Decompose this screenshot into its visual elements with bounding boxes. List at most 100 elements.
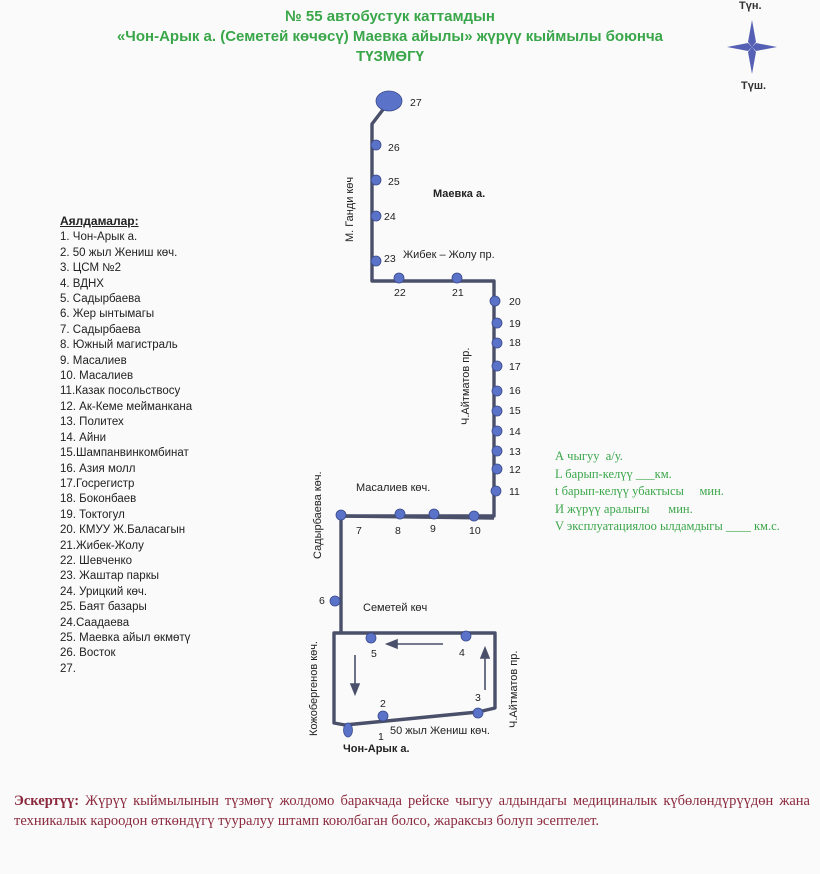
note-text: Жүрүү кыймылынын түзмөгү жолдомо баракча… bbox=[14, 793, 810, 829]
legend-item: 1. Чон-Арык а. bbox=[60, 231, 138, 244]
legend-item: 2. 50 жыл Жениш көч. bbox=[60, 246, 178, 259]
stop-marker bbox=[394, 508, 406, 520]
stop-marker bbox=[472, 707, 484, 719]
legend-title: Аялдамалар: bbox=[60, 214, 139, 228]
stop-number: 6 bbox=[319, 595, 325, 607]
stop-number: 27 bbox=[410, 97, 422, 109]
legend-item: 22. Шевченко bbox=[60, 554, 133, 567]
legend-item: 4. ВДНХ bbox=[60, 277, 104, 290]
stop-number: 16 bbox=[509, 385, 521, 397]
stop-number: 26 bbox=[388, 142, 400, 154]
legend-item: 10. Масалиев bbox=[60, 370, 134, 383]
stop-number: 7 bbox=[356, 525, 362, 537]
stop-marker bbox=[460, 630, 472, 642]
stop-marker bbox=[428, 508, 440, 520]
stop-marker bbox=[375, 90, 403, 112]
legend-item: 19. Токтогул bbox=[60, 508, 125, 521]
legend-item: 14. Айни bbox=[60, 431, 107, 444]
stat-line: А чыгуу а/у. bbox=[555, 449, 623, 463]
stat-line: V эксплуатациялоо ылдамдыгы ____ км.с. bbox=[555, 519, 780, 533]
street-semetei: Семетей көч bbox=[363, 602, 427, 614]
stat-line: И жүрүү аралыгы мин. bbox=[555, 501, 693, 516]
stop-marker bbox=[491, 463, 503, 475]
legend-item: 25. Баят базары bbox=[60, 601, 147, 614]
street-jibek-jolu: Жибек – Жолу пр. bbox=[403, 249, 495, 261]
legend-item: 23. Жаштар паркы bbox=[60, 570, 159, 583]
legend-item: 15.Шампанвинкомбинат bbox=[60, 447, 189, 460]
legend-items: 1. Чон-Арык а. 2. 50 жыл Жениш көч. 3. ЦСМ… bbox=[60, 230, 192, 677]
street-aitmatov-lower: Ч.Айтматов пр. bbox=[508, 651, 520, 728]
title-line-2: «Чон-Арык а. (Семетей көчөсү) Маевка айы… bbox=[116, 28, 664, 45]
street-kojobergenov: Кожобергенов көч. bbox=[308, 641, 320, 736]
note-label: Эскертүү: bbox=[14, 793, 80, 809]
route-stats: А чыгуу а/у.L барып-келүү ___км.t барып-… bbox=[555, 448, 780, 536]
stop-marker bbox=[365, 632, 377, 644]
stop-number: 20 bbox=[509, 296, 521, 308]
stop-number: 1 bbox=[378, 731, 384, 743]
stop-marker bbox=[335, 509, 347, 521]
stat-line: t барып-келүү убактысы мин. bbox=[555, 484, 724, 498]
stop-marker bbox=[491, 360, 503, 372]
legend-item: 20. КМУУ Ж.Баласагын bbox=[60, 524, 186, 537]
note: Эскертүү: Жүрүү кыймылынын түзмөгү жолдо… bbox=[14, 791, 810, 831]
stop-marker bbox=[343, 722, 353, 738]
legend-item: 3. ЦСМ №2 bbox=[60, 262, 121, 275]
legend-item: 24. Урицкий көч. bbox=[60, 585, 148, 598]
stop-number: 19 bbox=[509, 318, 521, 330]
stop-number: 15 bbox=[509, 405, 521, 417]
legend-item: 13. Политех bbox=[60, 416, 124, 429]
legend-item: 11.Казак посольствосу bbox=[60, 385, 181, 398]
stop-marker bbox=[490, 485, 502, 497]
legend-item: 7. Садырбаева bbox=[60, 323, 141, 336]
stop-number: 11 bbox=[509, 486, 520, 498]
stop-marker bbox=[491, 317, 503, 329]
stop-marker bbox=[491, 337, 503, 349]
stop-number: 3 bbox=[475, 692, 481, 704]
stop-marker bbox=[370, 255, 382, 267]
stop-marker bbox=[370, 174, 382, 186]
compass-icon bbox=[727, 20, 777, 74]
stop-marker bbox=[489, 295, 501, 307]
legend-item: 6. Жер ынтымагы bbox=[60, 308, 155, 321]
compass-south-label: Түш. bbox=[741, 80, 767, 92]
stop-marker bbox=[377, 710, 389, 722]
legend-item: 24.Саадаева bbox=[60, 616, 130, 629]
legend-item: 8. Южный магистраль bbox=[60, 339, 178, 352]
stop-marker bbox=[468, 510, 480, 522]
legend-item: 5. Садырбаева bbox=[60, 293, 141, 306]
stop-marker bbox=[491, 405, 503, 417]
place-chon-aryk: Чон-Арык а. bbox=[343, 743, 410, 755]
stop-number: 13 bbox=[509, 446, 521, 458]
route-path bbox=[332, 101, 497, 727]
stop-marker bbox=[393, 272, 405, 284]
stop-marker bbox=[329, 595, 341, 607]
stop-number: 2 bbox=[380, 698, 386, 710]
legend-item: 26. Восток bbox=[60, 647, 116, 660]
legend-item: 18. Боконбаев bbox=[60, 493, 137, 506]
stop-number: 10 bbox=[469, 525, 481, 537]
stop-number: 8 bbox=[395, 525, 401, 537]
stop-number: 21 bbox=[452, 287, 464, 299]
legend-item: 16. Азия молл bbox=[60, 462, 136, 475]
street-aitmatov-upper: Ч.Айтматов пр. bbox=[460, 348, 472, 425]
street-jenish: 50 жыл Жениш көч. bbox=[390, 725, 490, 737]
stop-number: 24 bbox=[384, 211, 396, 223]
stop-number: 25 bbox=[388, 176, 400, 188]
stop-number: 23 bbox=[384, 253, 396, 265]
stop-number: 18 bbox=[509, 337, 521, 349]
stop-number: 9 bbox=[430, 523, 436, 535]
stop-number: 4 bbox=[459, 647, 465, 659]
legend-item: 25. Маевка айыл өкмөтү bbox=[60, 631, 191, 644]
street-gandi: М. Ганди көч bbox=[344, 177, 356, 242]
compass-north-label: Түн. bbox=[739, 0, 762, 12]
place-maevka: Маевка а. bbox=[433, 188, 485, 200]
stop-marker bbox=[491, 445, 503, 457]
stop-marker bbox=[370, 210, 382, 222]
stop-number: 17 bbox=[509, 361, 521, 373]
legend-item: 17.Госрегистр bbox=[60, 477, 135, 490]
stop-number: 5 bbox=[371, 648, 377, 660]
stops-legend: Аялдамалар: 1. Чон-Арык а. 2. 50 жыл Жени… bbox=[60, 214, 192, 677]
stop-marker bbox=[370, 139, 382, 151]
stop-number: 14 bbox=[509, 426, 521, 438]
